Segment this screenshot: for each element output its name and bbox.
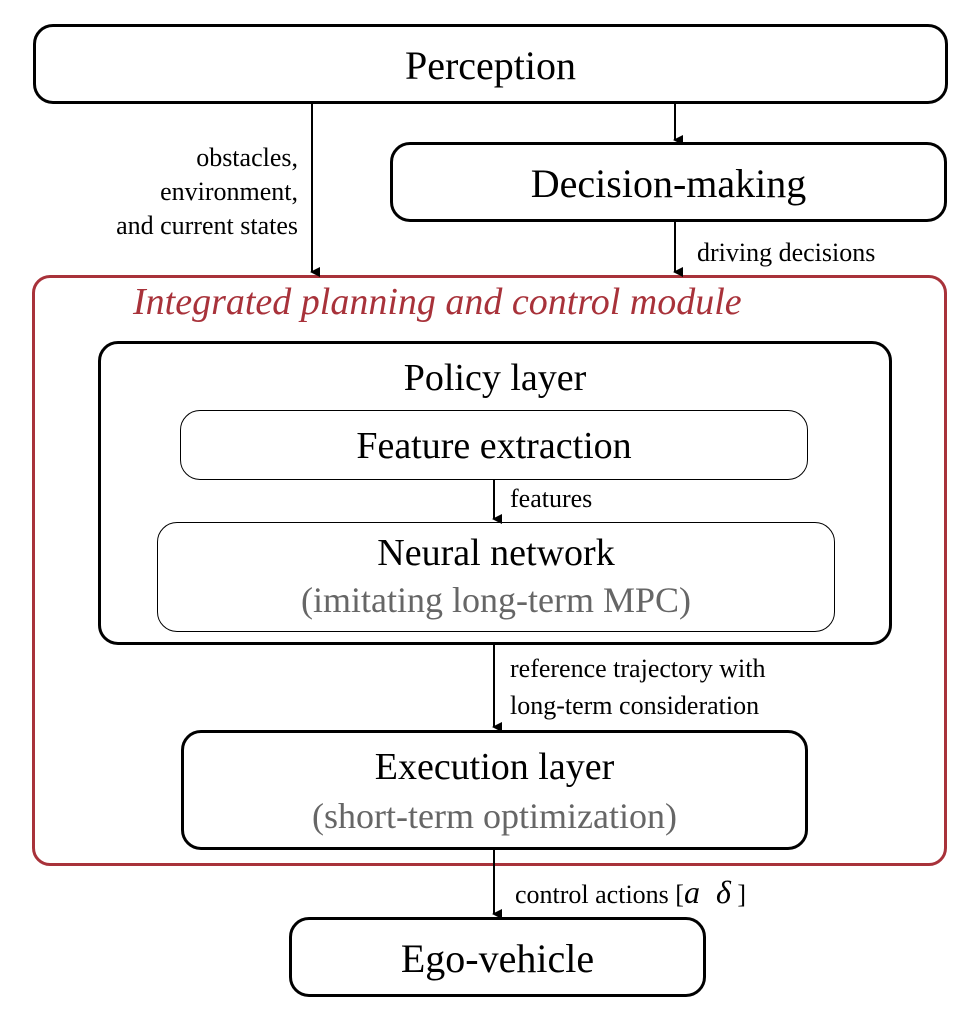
integrated-module-title: Integrated planning and control module [133,281,742,323]
ego-vehicle-box: Ego-vehicle [289,917,706,997]
ego-vehicle-label: Ego-vehicle [400,936,595,981]
perception-box: Perception [33,24,948,104]
control-actions-suffix: ] [730,880,746,909]
feature-extraction-label: Feature extraction [356,425,632,467]
driving-decisions-label: driving decisions [697,238,876,267]
neural-network-box: Neural network (imitating long-term MPC) [157,522,835,632]
control-action-delta: δ [715,874,731,910]
reference-label-line2: long-term consideration [510,691,760,720]
neural-network-label: Neural network [377,532,615,574]
decision-making-box: Decision-making [390,142,947,222]
control-actions-prefix: control actions [ [515,880,684,909]
policy-layer-label: Policy layer [403,357,587,399]
inputs-label-line3: and current states [116,211,298,240]
perception-label: Perception [404,43,577,88]
integrated-module-box [32,275,947,866]
feature-extraction-box: Feature extraction [180,410,808,480]
reference-label-line1: reference trajectory with [510,654,766,683]
features-label: features [510,484,593,513]
control-action-a: a [683,874,700,910]
decision-making-label: Decision-making [530,161,807,206]
execution-layer-label: Execution layer [374,746,615,788]
inputs-label-line1: obstacles, [196,143,298,172]
neural-network-sublabel: (imitating long-term MPC) [301,580,691,620]
inputs-label-line2: environment, [160,177,298,206]
execution-layer-sublabel: (short-term optimization) [312,796,677,836]
